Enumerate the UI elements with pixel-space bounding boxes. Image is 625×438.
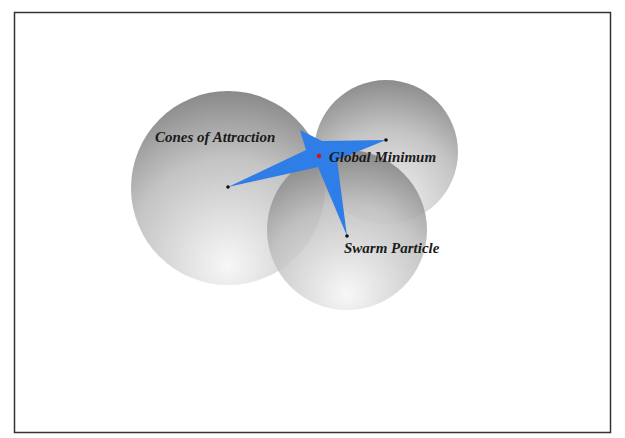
- particle-dot: [345, 234, 349, 238]
- minimum-label: Global Minimum: [329, 150, 436, 165]
- cones-label: Cones of Attraction: [155, 130, 275, 145]
- particle-dot: [226, 185, 230, 189]
- sphere: [267, 150, 427, 310]
- frame: [15, 13, 611, 433]
- minimum-dot: [317, 154, 321, 158]
- particle-label: Swarm Particle: [344, 241, 439, 256]
- particle-dot: [384, 138, 388, 142]
- attraction-cones: [228, 130, 386, 236]
